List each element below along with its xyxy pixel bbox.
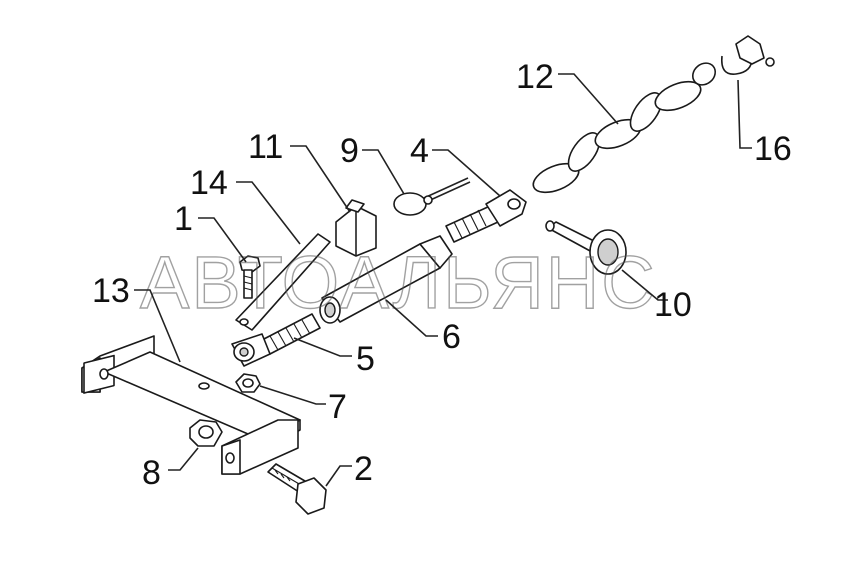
callout-2: 2: [354, 450, 373, 488]
callout-14: 14: [190, 164, 228, 202]
callout-1: 1: [174, 200, 193, 238]
callout-16: 16: [754, 130, 792, 168]
callout-13: 13: [92, 272, 130, 310]
callout-6: 6: [442, 318, 461, 356]
callout-8: 8: [142, 454, 161, 492]
callout-10: 10: [654, 286, 692, 324]
pin-part-10: [545, 220, 627, 275]
shackle-part-16: [720, 35, 775, 75]
nut-part-7: [235, 373, 261, 393]
callout-5: 5: [356, 340, 375, 378]
leader-lines: [134, 73, 752, 487]
ring-pin-part-9: [393, 177, 471, 216]
callout-labels: 1 14 11 9 4 12 16 13 6 5 7 8 2 10: [92, 58, 792, 492]
rod-part-4: [445, 189, 527, 243]
callout-12: 12: [516, 58, 554, 96]
strap-part-14: [235, 233, 331, 331]
chain-part-12: [532, 62, 717, 194]
sleeve-part-6: [319, 235, 453, 324]
callout-9: 9: [340, 132, 359, 170]
callout-11: 11: [248, 128, 283, 166]
callout-7: 7: [328, 388, 347, 426]
rod-part-5: [231, 313, 321, 367]
bracket-part-13: [81, 335, 301, 475]
bolt-part-2: [267, 463, 327, 515]
callout-4: 4: [410, 132, 429, 170]
clamp-part-11: [335, 199, 377, 257]
nut-part-8: [189, 419, 223, 447]
